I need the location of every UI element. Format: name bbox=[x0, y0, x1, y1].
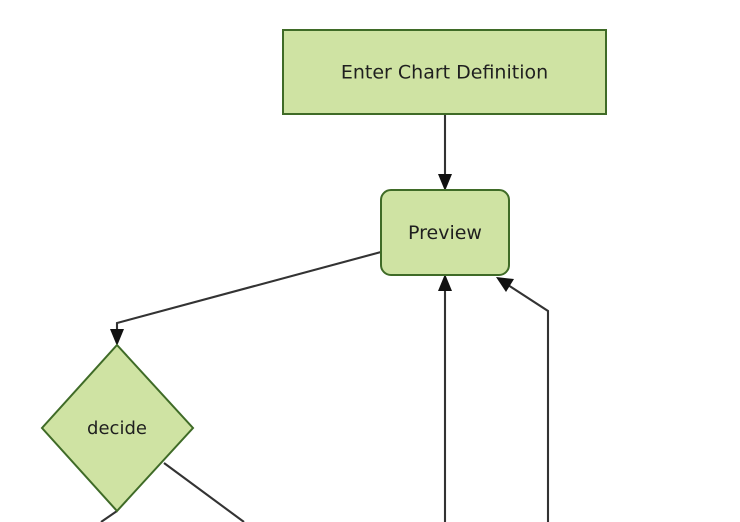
node-label-preview: Preview bbox=[408, 222, 482, 244]
arrow-head-icon bbox=[438, 174, 452, 191]
node-enter-chart-definition[interactable]: Enter Chart Definition bbox=[282, 29, 607, 115]
node-preview[interactable]: Preview bbox=[380, 189, 510, 276]
edge-decide-out-left bbox=[100, 510, 118, 522]
edge-left-into-preview bbox=[438, 274, 452, 522]
arrow-head-icon bbox=[110, 329, 124, 346]
edge-line bbox=[115, 250, 382, 336]
edge-line bbox=[100, 510, 118, 522]
node-label-decide: decide bbox=[87, 418, 147, 439]
edge-preview-to-decide bbox=[110, 250, 382, 346]
edge-right-into-preview bbox=[496, 277, 550, 522]
node-label-enter-chart-definition: Enter Chart Definition bbox=[341, 62, 548, 84]
node-decide[interactable]: decide bbox=[40, 343, 195, 513]
node-rectangle[interactable] bbox=[282, 29, 607, 115]
edge-enter-to-preview bbox=[438, 114, 452, 191]
edge-line bbox=[504, 282, 550, 522]
edge-decide-out-right bbox=[163, 462, 245, 522]
arrow-head-icon bbox=[496, 277, 514, 292]
node-diamond[interactable] bbox=[40, 343, 195, 513]
edge-line bbox=[163, 462, 245, 522]
node-rounded-rectangle[interactable] bbox=[380, 189, 510, 276]
arrow-head-icon bbox=[438, 274, 452, 291]
